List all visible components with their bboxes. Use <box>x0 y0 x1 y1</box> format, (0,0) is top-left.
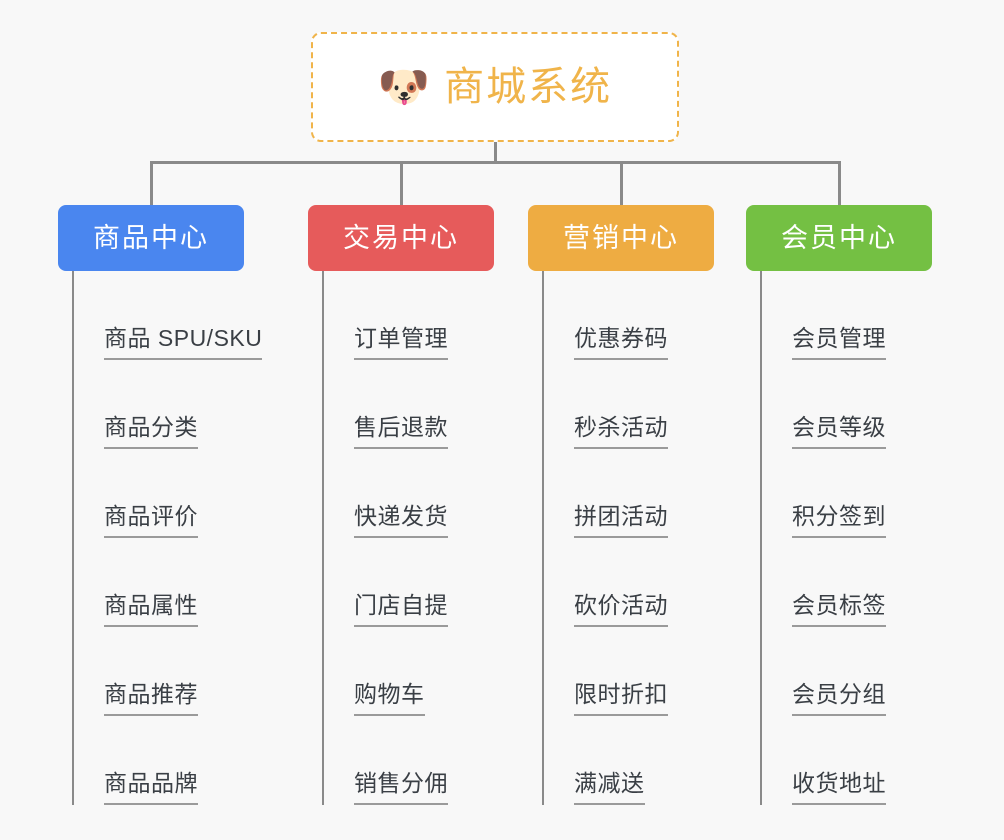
connector-root-stem <box>494 142 497 163</box>
list-item[interactable]: 砍价活动 <box>544 538 714 627</box>
column-member-center: 会员中心 会员管理 会员等级 积分签到 会员标签 会员分组 收货地址 <box>746 205 932 805</box>
list-item[interactable]: 秒杀活动 <box>544 360 714 449</box>
list-item[interactable]: 拼团活动 <box>544 449 714 538</box>
shiba-dog-face-icon: 🐶 <box>377 63 431 110</box>
list-item[interactable]: 商品 SPU/SKU <box>74 271 263 360</box>
list-item[interactable]: 销售分佣 <box>324 716 494 805</box>
list-item-label: 门店自提 <box>354 594 448 627</box>
column-product-center: 商品中心 商品 SPU/SKU 商品分类 商品评价 商品属性 商品推荐 商品品牌 <box>58 205 263 805</box>
list-item-label: 收货地址 <box>792 772 886 805</box>
list-item-label: 商品推荐 <box>104 683 198 716</box>
list-item-label: 秒杀活动 <box>574 416 668 449</box>
list-item[interactable]: 售后退款 <box>324 360 494 449</box>
category-label: 交易中心 <box>343 222 459 253</box>
category-header-trade-center[interactable]: 交易中心 <box>308 205 494 271</box>
item-list-marketing-center: 优惠券码 秒杀活动 拼团活动 砍价活动 限时折扣 满减送 <box>542 271 714 805</box>
list-item-label: 商品评价 <box>104 505 198 538</box>
list-item-label: 砍价活动 <box>574 594 668 627</box>
list-item[interactable]: 会员等级 <box>762 360 932 449</box>
list-item-label: 商品分类 <box>104 416 198 449</box>
category-label: 会员中心 <box>781 222 897 253</box>
column-marketing-center: 营销中心 优惠券码 秒杀活动 拼团活动 砍价活动 限时折扣 满减送 <box>528 205 714 805</box>
category-header-marketing-center[interactable]: 营销中心 <box>528 205 714 271</box>
list-item-label: 优惠券码 <box>574 327 668 360</box>
item-list-member-center: 会员管理 会员等级 积分签到 会员标签 会员分组 收货地址 <box>760 271 932 805</box>
category-header-member-center[interactable]: 会员中心 <box>746 205 932 271</box>
list-item-label: 快递发货 <box>354 505 448 538</box>
item-list-trade-center: 订单管理 售后退款 快递发货 门店自提 购物车 销售分佣 <box>322 271 494 805</box>
list-item-label: 订单管理 <box>354 327 448 360</box>
list-item-label: 限时折扣 <box>574 683 668 716</box>
list-item-label: 拼团活动 <box>574 505 668 538</box>
list-item[interactable]: 快递发货 <box>324 449 494 538</box>
root-node-mall-system[interactable]: 🐶 商城系统 <box>311 32 679 142</box>
connector-drop-1 <box>150 161 153 205</box>
list-item[interactable]: 订单管理 <box>324 271 494 360</box>
list-item[interactable]: 收货地址 <box>762 716 932 805</box>
category-header-product-center[interactable]: 商品中心 <box>58 205 244 271</box>
list-item[interactable]: 商品属性 <box>74 538 244 627</box>
list-item[interactable]: 商品评价 <box>74 449 244 538</box>
list-item-label: 会员等级 <box>792 416 886 449</box>
list-item[interactable]: 商品分类 <box>74 360 244 449</box>
list-item[interactable]: 优惠券码 <box>544 271 714 360</box>
list-item-label: 会员分组 <box>792 683 886 716</box>
column-trade-center: 交易中心 订单管理 售后退款 快递发货 门店自提 购物车 销售分佣 <box>308 205 494 805</box>
list-item-label: 商品属性 <box>104 594 198 627</box>
connector-horizontal-bus <box>150 161 840 164</box>
list-item[interactable]: 购物车 <box>324 627 494 716</box>
list-item-label: 商品品牌 <box>104 772 198 805</box>
list-item[interactable]: 积分签到 <box>762 449 932 538</box>
list-item-label: 满减送 <box>574 772 645 805</box>
list-item[interactable]: 会员标签 <box>762 538 932 627</box>
list-item-label: 商品 SPU/SKU <box>104 327 263 360</box>
list-item-label: 售后退款 <box>354 416 448 449</box>
connector-drop-4 <box>838 161 841 205</box>
connector-drop-3 <box>620 161 623 205</box>
category-label: 营销中心 <box>563 222 679 253</box>
list-item[interactable]: 商品推荐 <box>74 627 244 716</box>
list-item[interactable]: 会员管理 <box>762 271 932 360</box>
list-item[interactable]: 商品品牌 <box>74 716 244 805</box>
root-node-title: 商城系统 <box>444 65 613 109</box>
list-item-label: 销售分佣 <box>354 772 448 805</box>
list-item-label: 会员标签 <box>792 594 886 627</box>
list-item-label: 购物车 <box>354 683 425 716</box>
list-item[interactable]: 限时折扣 <box>544 627 714 716</box>
connector-drop-2 <box>400 161 403 205</box>
list-item[interactable]: 会员分组 <box>762 627 932 716</box>
list-item-label: 积分签到 <box>792 505 886 538</box>
list-item[interactable]: 门店自提 <box>324 538 494 627</box>
item-list-product-center: 商品 SPU/SKU 商品分类 商品评价 商品属性 商品推荐 商品品牌 <box>72 271 263 805</box>
list-item-label: 会员管理 <box>792 327 886 360</box>
list-item[interactable]: 满减送 <box>544 716 714 805</box>
category-label: 商品中心 <box>93 222 209 253</box>
